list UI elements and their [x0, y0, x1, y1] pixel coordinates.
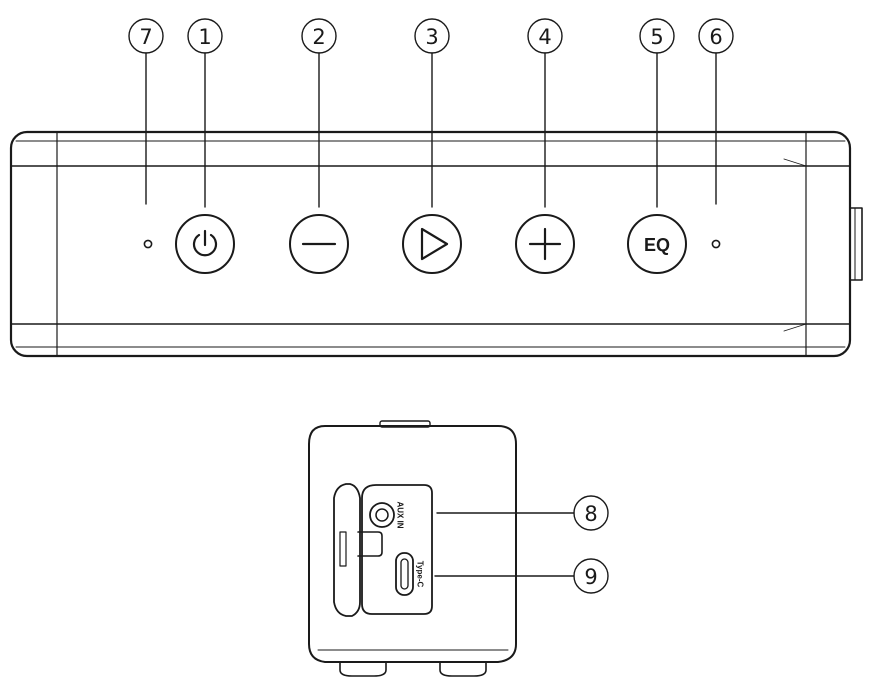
volume-up-button[interactable]: [515, 214, 575, 274]
aux-in-port[interactable]: [369, 502, 395, 528]
callout-4: 4: [527, 18, 563, 54]
speaker-top-view: EQ 7 1 2 3 4: [9, 18, 863, 358]
svg-text:4: 4: [538, 25, 551, 49]
callout-9: 9: [573, 558, 609, 594]
svg-text:2: 2: [312, 25, 325, 49]
type-c-port[interactable]: [395, 552, 414, 596]
indicator-led-right: [711, 239, 721, 249]
svg-text:1: 1: [198, 25, 211, 49]
callout-5: 5: [639, 18, 675, 54]
play-icon: [420, 227, 449, 261]
play-button[interactable]: [402, 214, 462, 274]
right-cap-chamfer-top: [783, 158, 807, 167]
right-cap-chamfer-bottom: [783, 323, 807, 332]
strap-nub: [379, 420, 431, 428]
flap-grip: [339, 531, 347, 567]
foot-right: [439, 661, 487, 677]
callout-3: 3: [414, 18, 450, 54]
foot-left: [339, 661, 387, 677]
callout-7: 7: [128, 18, 164, 54]
aux-in-label: AUX IN: [396, 501, 405, 528]
flap-tether: [357, 531, 383, 557]
svg-text:5: 5: [650, 25, 663, 49]
callout-2: 2: [301, 18, 337, 54]
power-button[interactable]: [175, 214, 235, 274]
speaker-side-view: AUX IN Type-C 8 9: [308, 420, 609, 677]
indicator-led-left: [143, 239, 153, 249]
volume-down-button[interactable]: [289, 214, 349, 274]
eq-button[interactable]: EQ: [627, 214, 687, 274]
side-strap: [849, 207, 863, 281]
svg-text:9: 9: [584, 565, 597, 589]
svg-text:6: 6: [709, 25, 722, 49]
callout-1: 1: [187, 18, 223, 54]
port-cover-flap: [333, 483, 361, 617]
eq-label: EQ: [644, 235, 670, 255]
callout-6: 6: [698, 18, 734, 54]
svg-text:3: 3: [425, 25, 438, 49]
port-panel: [361, 484, 433, 615]
top-leader-lines: [145, 52, 717, 208]
svg-text:7: 7: [139, 25, 152, 49]
plus-icon: [528, 227, 562, 261]
side-body-outline: [308, 425, 517, 663]
type-c-label: Type-C: [416, 561, 425, 588]
svg-text:8: 8: [584, 502, 597, 526]
power-icon: [192, 229, 218, 257]
callout-8: 8: [573, 495, 609, 531]
